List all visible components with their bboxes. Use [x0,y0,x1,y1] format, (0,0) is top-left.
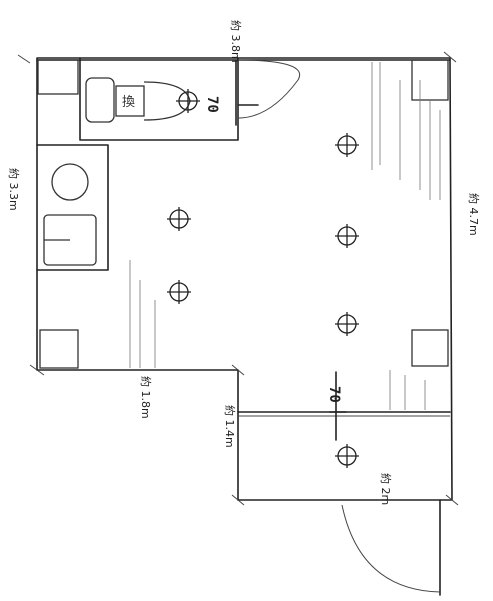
light-icon [167,280,191,304]
fixture-label: 換 [122,95,135,110]
lower-door [341,499,441,596]
sink [43,163,97,266]
light-icon [335,312,359,336]
corner-cabinets [37,59,449,369]
dimension-left-upper: 約 3.3m [7,168,21,211]
floor-hatching [129,62,441,410]
dimension-right: 約 4.7m [467,193,481,236]
dimension-ticks [17,51,459,506]
light-icon [335,133,359,157]
dimension-inner: 約 1.4m [223,405,237,448]
light-icon [335,444,359,468]
dimension-bottom-right: 約 2m [379,473,393,505]
ceiling-lights [167,89,359,468]
walls [36,57,453,501]
toilet-fixture: 換 [85,77,191,123]
cabinet-block [79,57,239,141]
dimension-top: 約 3.8m [229,20,243,63]
dimension-left-mid: 約 1.8m [139,376,153,419]
clearance-note-lower: 70 [326,386,342,403]
door-marks [237,104,347,441]
light-icon [167,207,191,231]
light-icon [335,224,359,248]
upper-door [235,59,301,126]
sink-counter [36,144,109,271]
clearance-note-upper: 70 [204,96,220,113]
light-icon [176,89,200,113]
